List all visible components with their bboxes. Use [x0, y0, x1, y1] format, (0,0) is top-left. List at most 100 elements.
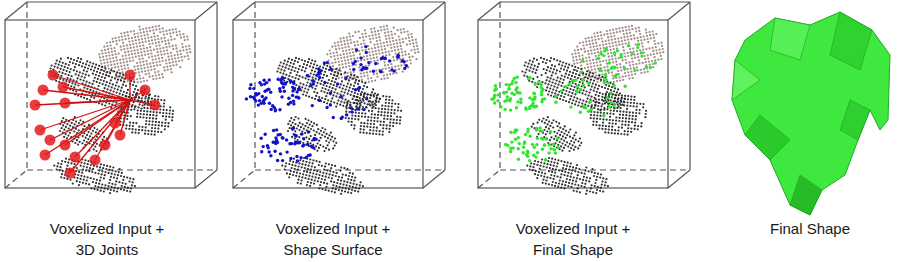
voxel-dot: [320, 90, 322, 92]
voxel-dot: [391, 66, 393, 68]
voxel-dot: [344, 99, 346, 101]
voxel-dot: [385, 54, 387, 56]
voxel-dot: [138, 42, 140, 44]
voxel-dot: [390, 112, 392, 114]
voxel-dot: [154, 134, 156, 136]
voxel-dot: [363, 129, 365, 131]
voxel-dot: [161, 125, 163, 127]
voxel-dot: [297, 139, 299, 141]
voxel-dot: [312, 66, 314, 68]
voxel-dot: [141, 71, 143, 73]
voxel-dot: [160, 37, 162, 39]
voxel-dot: [145, 120, 147, 122]
voxel-dot: [103, 164, 105, 166]
voxel-dot: [149, 63, 151, 65]
voxel-dot: [63, 177, 65, 179]
voxel-dot: [339, 38, 341, 40]
voxel-dot: [105, 71, 107, 73]
voxel-dot: [378, 52, 380, 54]
voxel-dot: [372, 104, 374, 106]
voxel-dot: [81, 172, 83, 174]
voxel-dot: [137, 52, 139, 54]
voxel-dot: [340, 83, 342, 85]
voxel-cube: [233, 2, 445, 195]
voxel-dot: [317, 82, 319, 84]
voxel-dot: [335, 48, 337, 50]
voxel-dot: [374, 114, 376, 116]
voxel-dot: [295, 67, 297, 69]
voxel-dot: [138, 96, 140, 98]
voxel-dot: [306, 122, 308, 124]
voxel-dot: [347, 178, 349, 180]
voxel-dot: [354, 115, 356, 117]
voxel-dot: [115, 74, 117, 76]
voxel-dot: [390, 63, 392, 65]
voxel-dot: [102, 56, 104, 58]
voxel-dot: [383, 61, 385, 63]
voxel-dot: [120, 46, 122, 48]
voxel-dot: [157, 131, 159, 133]
voxel-dot: [335, 68, 337, 70]
voxel-dot: [336, 51, 338, 53]
voxel-dot: [377, 114, 379, 116]
voxel-dot: [99, 166, 101, 168]
voxel-dot: [284, 60, 286, 62]
voxel-dot: [96, 71, 98, 73]
voxel-dot: [95, 64, 97, 66]
voxel-dot: [359, 97, 361, 99]
voxel-dot: [292, 161, 294, 163]
voxel-dot: [129, 60, 131, 62]
voxel-dot: [159, 61, 161, 63]
voxel-dot: [355, 89, 357, 91]
voxel-dot: [145, 95, 147, 97]
voxel-dot: [371, 51, 373, 53]
voxel-dot: [159, 77, 161, 79]
voxel-dot: [309, 172, 311, 174]
voxel-dot: [148, 27, 150, 29]
voxel-dot: [143, 107, 145, 109]
voxel-dot: [384, 108, 386, 110]
voxel-dot: [69, 61, 71, 63]
voxel-dot: [386, 25, 388, 27]
voxel-dot: [144, 67, 146, 69]
voxel-dot: [390, 30, 392, 32]
voxel-dot: [353, 180, 355, 182]
voxel-dot: [336, 182, 338, 184]
voxel-dot: [133, 49, 135, 51]
voxel-dot: [69, 132, 71, 134]
voxel-dot: [155, 58, 157, 60]
voxel-dot: [160, 99, 162, 101]
voxel-dot: [297, 78, 299, 80]
voxel-dot: [147, 133, 149, 135]
voxel-dot: [356, 96, 358, 98]
voxel-dot: [396, 119, 398, 121]
voxel-dot: [84, 66, 86, 68]
voxel-dot: [186, 52, 188, 54]
voxel-dot: [142, 58, 144, 60]
voxel-dot: [167, 52, 169, 54]
voxel-dot: [330, 167, 332, 169]
voxel-dot: [392, 73, 394, 75]
voxel-dot: [385, 128, 387, 130]
voxel-dot: [349, 101, 351, 103]
voxel-dot: [294, 77, 296, 79]
voxel-dot: [292, 174, 294, 176]
voxel-dot: [170, 55, 172, 57]
voxel-dot: [175, 61, 177, 63]
voxel-dot: [304, 177, 306, 179]
voxel-dot: [357, 93, 359, 95]
voxel-dot: [169, 29, 171, 31]
voxel-dot: [395, 72, 397, 74]
voxel-dot: [291, 76, 293, 78]
voxel-dot: [397, 46, 399, 48]
voxel-dot: [81, 65, 83, 67]
voxel-dot: [298, 68, 300, 70]
voxel-dot: [332, 147, 334, 149]
voxel-dot: [125, 128, 127, 130]
voxel-dot: [371, 80, 373, 82]
voxel-dot: [120, 175, 122, 177]
voxel-dot: [397, 65, 399, 67]
voxel-dot: [330, 83, 332, 85]
voxel-dot: [319, 144, 321, 146]
voxel-dot: [289, 160, 291, 162]
